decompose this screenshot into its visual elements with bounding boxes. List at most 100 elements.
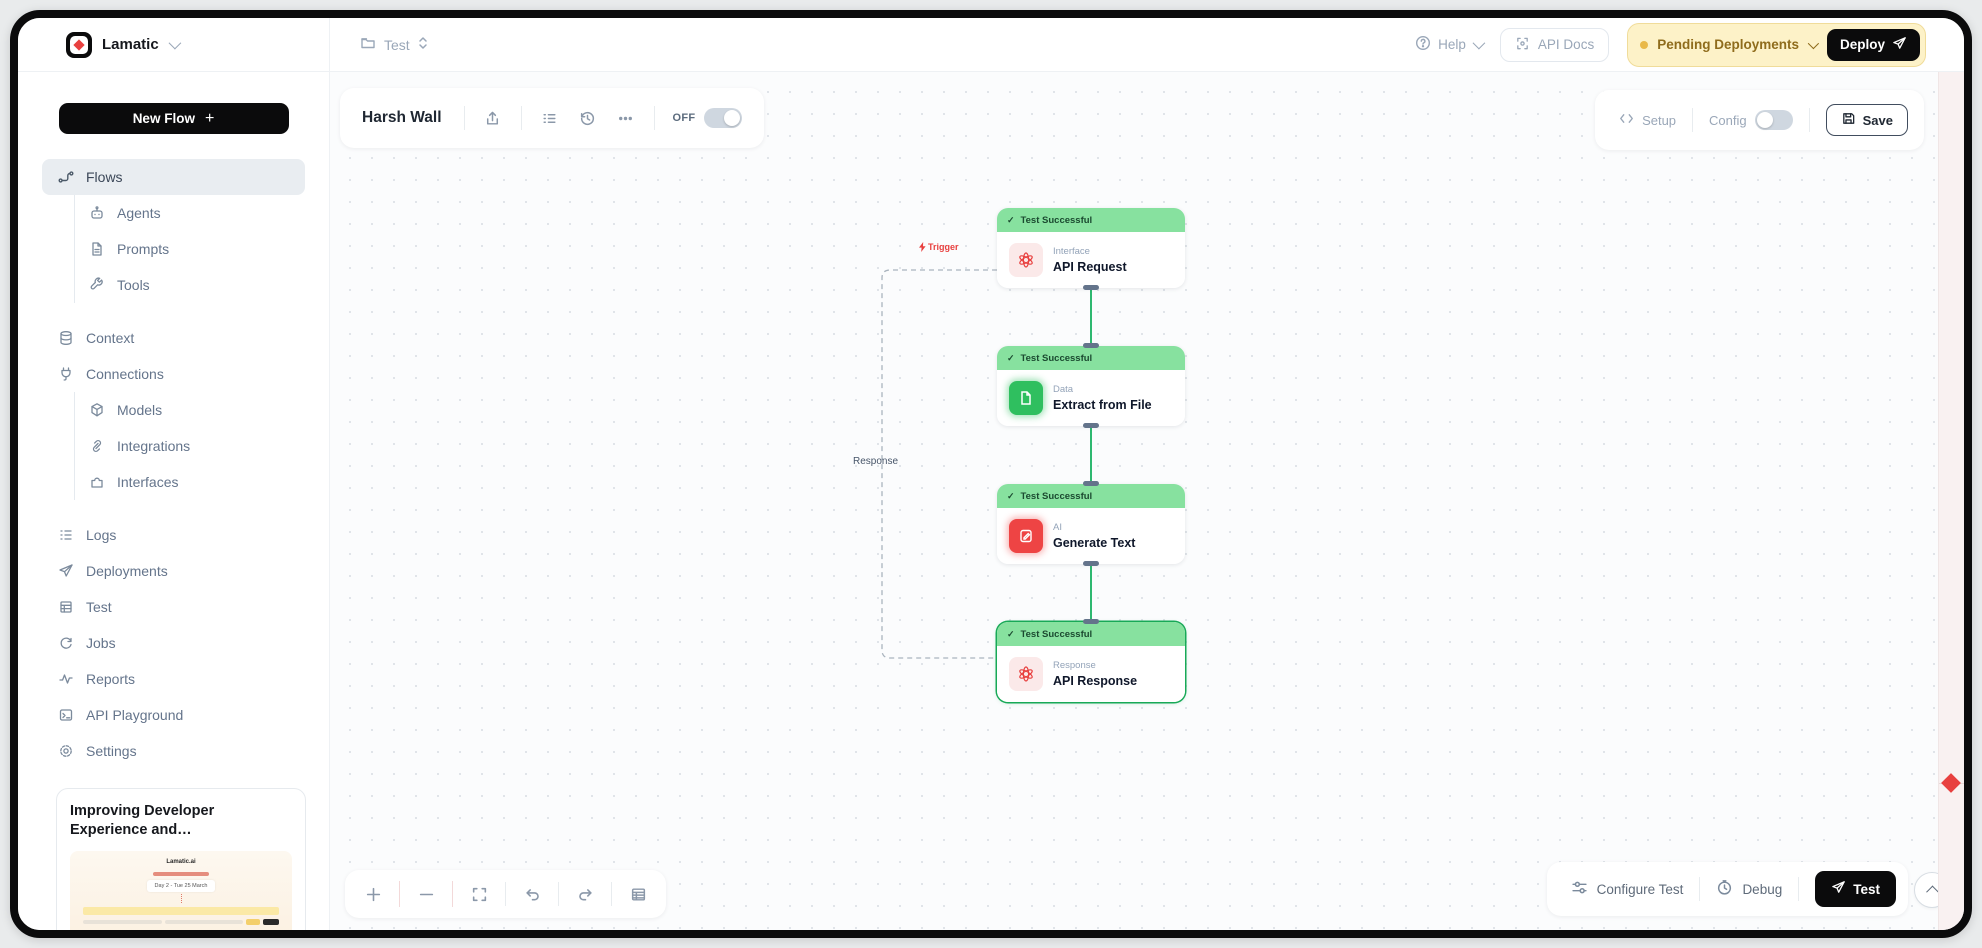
fit-view-icon[interactable] <box>469 884 489 904</box>
sidebar-item-label: Integrations <box>117 438 191 454</box>
link-icon <box>89 438 105 454</box>
promo-title: Improving Developer Experience and… <box>70 803 215 838</box>
save-button[interactable]: Save <box>1825 104 1908 136</box>
sidebar-item-deployments[interactable]: Deployments <box>42 553 305 589</box>
flow-canvas[interactable]: Trigger Response ✓ Test Successful <box>330 72 1964 930</box>
sidebar-item-label: Reports <box>86 671 136 687</box>
help-menu[interactable]: Help <box>1415 35 1486 54</box>
node-port-handle[interactable] <box>1083 619 1099 624</box>
workspace-switcher[interactable]: Lamatic <box>18 18 330 71</box>
redo-icon[interactable] <box>575 884 595 904</box>
sidebar-item-prompts[interactable]: Prompts <box>89 231 305 267</box>
node-port-handle[interactable] <box>1083 481 1099 486</box>
setup-toolbar: Setup Config Save <box>1595 90 1924 150</box>
check-icon: ✓ <box>1007 214 1015 225</box>
sidebar-item-flows[interactable]: Flows <box>42 159 305 195</box>
promo-row <box>83 919 279 926</box>
new-flow-label: New Flow <box>132 111 195 126</box>
chevron-down-icon <box>1472 36 1486 50</box>
node-body: AI Generate Text <box>997 508 1185 564</box>
sidebar-item-context[interactable]: Context <box>42 320 305 356</box>
flow-node-extract-from-file[interactable]: ✓ Test Successful Data Extract from File <box>997 346 1185 426</box>
sidebar-nav: Flows Agents Prompts <box>18 159 329 769</box>
breadcrumb-project: Test <box>384 36 410 53</box>
sidebar-item-integrations[interactable]: Integrations <box>89 428 305 464</box>
new-flow-button[interactable]: New Flow + <box>58 103 289 134</box>
node-port-handle[interactable] <box>1083 285 1099 290</box>
sidebar-item-connections[interactable]: Connections <box>42 356 305 392</box>
sliders-icon <box>1571 879 1588 899</box>
sidebar-item-label: API Playground <box>86 707 184 723</box>
pending-status-dot-icon <box>1640 40 1649 49</box>
more-options-icon[interactable] <box>616 108 636 128</box>
flow-header-toolbar: Harsh Wall OFF <box>340 88 765 148</box>
lightning-icon <box>919 242 926 252</box>
setup-link[interactable]: Setup <box>1619 112 1676 128</box>
list-view-icon[interactable] <box>540 108 560 128</box>
node-body: Response API Response <box>997 646 1185 702</box>
sidebar-item-label: Connections <box>86 366 164 382</box>
flows-subnav: Agents Prompts Tools <box>74 195 305 303</box>
test-label: Test <box>1853 881 1880 897</box>
undo-icon[interactable] <box>522 884 542 904</box>
sidebar-item-settings[interactable]: Settings <box>42 733 305 769</box>
node-port-handle[interactable] <box>1083 561 1099 566</box>
interface-flower-icon <box>1009 243 1043 277</box>
flow-node-api-response[interactable]: ✓ Test Successful Response API Response <box>997 622 1185 702</box>
timer-icon <box>1716 879 1733 899</box>
activity-icon <box>58 671 74 687</box>
sidebar-item-interfaces[interactable]: Interfaces <box>89 464 305 500</box>
promo-card[interactable]: Improving Developer Experience and… Lama… <box>56 788 306 930</box>
flow-enabled-toggle[interactable] <box>704 108 743 128</box>
pending-deployments-dropdown[interactable]: Pending Deployments Deploy <box>1627 22 1926 67</box>
zoom-in-icon[interactable] <box>363 884 383 904</box>
sidebar-item-label: Logs <box>86 527 117 543</box>
api-docs-button[interactable]: API Docs <box>1499 27 1610 62</box>
pending-deployments-label: Pending Deployments <box>1657 37 1799 52</box>
sidebar-item-logs[interactable]: Logs <box>42 517 305 553</box>
promo-red-bar <box>153 871 209 876</box>
wrench-icon <box>89 277 105 293</box>
paper-plane-icon <box>1831 880 1846 898</box>
zoom-toolbar <box>345 870 666 918</box>
node-status-header: ✓ Test Successful <box>997 484 1185 508</box>
config-label: Config <box>1709 112 1747 128</box>
node-port-handle[interactable] <box>1083 423 1099 428</box>
configure-test-button[interactable]: Configure Test <box>1571 879 1683 899</box>
sidebar-item-reports[interactable]: Reports <box>42 661 305 697</box>
history-icon[interactable] <box>578 108 598 128</box>
zoom-out-icon[interactable] <box>416 884 436 904</box>
api-docs-icon <box>1515 36 1530 54</box>
folder-icon <box>360 35 376 54</box>
response-edge-label: Response <box>853 456 899 467</box>
sidebar-item-agents[interactable]: Agents <box>89 195 305 231</box>
chevron-up-icon <box>1925 885 1939 898</box>
node-status-header: ✓ Test Successful <box>997 208 1185 232</box>
help-label: Help <box>1438 37 1466 52</box>
config-toggle[interactable] <box>1754 110 1793 130</box>
node-body: Interface API Request <box>997 232 1185 288</box>
sidebar-item-jobs[interactable]: Jobs <box>42 625 305 661</box>
flow-enabled-toggle-group: OFF <box>673 108 743 128</box>
test-button[interactable]: Test <box>1815 871 1896 907</box>
red-diamond-marker-icon[interactable] <box>1941 773 1961 793</box>
spreadsheet-icon[interactable] <box>628 884 648 904</box>
deploy-button[interactable]: Deploy <box>1826 28 1920 61</box>
node-port-handle[interactable] <box>1083 343 1099 348</box>
trigger-label: Trigger <box>919 242 959 252</box>
flow-title: Harsh Wall <box>362 109 442 126</box>
sidebar-item-models[interactable]: Models <box>89 392 305 428</box>
flow-node-generate-text[interactable]: ✓ Test Successful AI Generate Text <box>997 484 1185 564</box>
debug-button[interactable]: Debug <box>1716 879 1782 899</box>
sidebar-item-api-playground[interactable]: API Playground <box>42 697 305 733</box>
flow-node-api-request[interactable]: ✓ Test Successful Interface API Request <box>997 208 1185 288</box>
edge-connector <box>1090 288 1092 346</box>
promo-dotted-line <box>180 893 182 903</box>
check-icon: ✓ <box>1007 352 1015 363</box>
file-icon <box>1009 381 1043 415</box>
share-icon[interactable] <box>483 108 503 128</box>
off-label: OFF <box>672 112 696 124</box>
breadcrumb[interactable]: Test <box>360 35 428 54</box>
sidebar-item-test[interactable]: Test <box>42 589 305 625</box>
sidebar-item-tools[interactable]: Tools <box>89 267 305 303</box>
